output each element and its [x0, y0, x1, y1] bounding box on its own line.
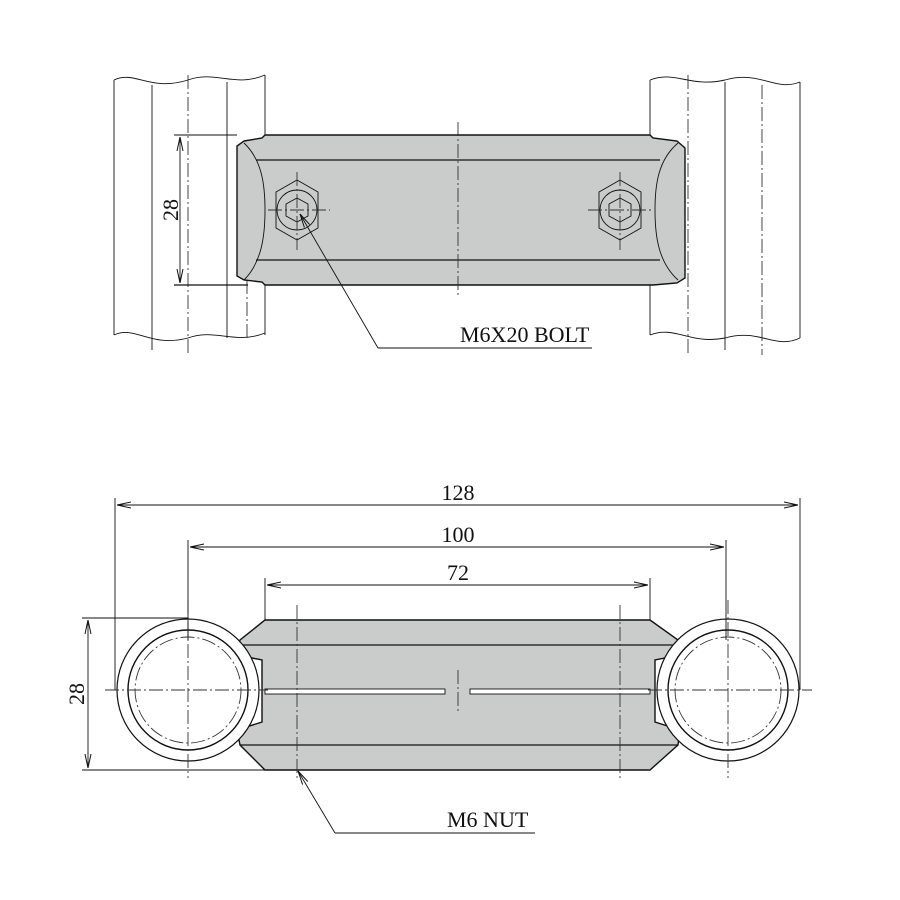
right-pipe: [649, 75, 801, 355]
slot-right: [469, 688, 651, 695]
dimension-lines: 128 100 72 28: [64, 480, 801, 771]
bolt-left: [268, 172, 330, 250]
pipe-profile-right: [648, 600, 812, 778]
bottom-view: 128 100 72 28 M6 NUT: [64, 480, 812, 834]
dimension-72: 72: [447, 560, 469, 585]
left-pipe: [113, 74, 266, 355]
body-side: [236, 605, 681, 780]
dimension-28-bottom: 28: [64, 683, 89, 705]
top-view: 28 M6X20 BOLT: [113, 74, 801, 355]
slot-left: [264, 688, 446, 695]
dimension-100: 100: [442, 522, 475, 547]
bolt-right: [588, 172, 652, 250]
dimension-28-top: 28: [158, 199, 183, 221]
nut-label: M6 NUT: [447, 807, 529, 832]
height-dimension-top: 28: [158, 134, 248, 286]
pipe-profile-left: [105, 600, 268, 778]
bracket-top: [236, 122, 686, 298]
dimension-128: 128: [442, 480, 475, 505]
bolt-leader: M6X20 BOLT: [300, 214, 592, 349]
nut-leader: M6 NUT: [298, 771, 535, 834]
bolt-label: M6X20 BOLT: [460, 322, 590, 347]
